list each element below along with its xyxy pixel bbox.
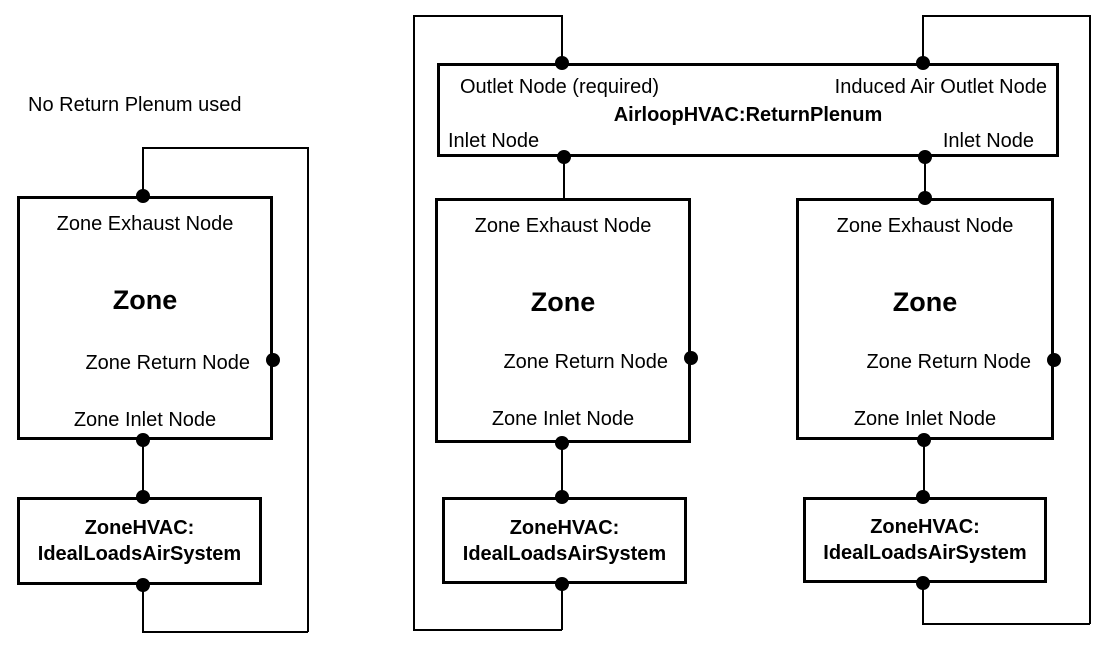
node-dot [136, 490, 150, 504]
zone-exhaust-node-label: Zone Exhaust Node [836, 215, 1014, 237]
connector-line [142, 631, 308, 633]
connector-line [924, 157, 926, 198]
connector-line [922, 15, 1090, 17]
zonehvac-label-line2: IdealLoadsAirSystem [823, 542, 1027, 564]
zone-inlet-node-label: Zone Inlet Node [491, 408, 635, 430]
zonehvac-label-line1: ZoneHVAC: [509, 516, 620, 539]
zone-inlet-node-label: Zone Inlet Node [853, 408, 997, 430]
node-dot [555, 436, 569, 450]
return-plenum-box: Outlet Node (required) Induced Air Outle… [437, 63, 1059, 157]
connector-line [142, 147, 308, 149]
zone-return-node-label: Zone Return Node [866, 351, 1031, 373]
zonehvac-label-line1: ZoneHVAC: [870, 516, 980, 538]
connector-line [142, 440, 144, 497]
zonehvac-box: ZoneHVAC: IdealLoadsAirSystem [803, 497, 1047, 583]
zone-return-node-label: Zone Return Node [85, 352, 250, 374]
connector-line [922, 583, 924, 624]
zone-name: Zone [530, 287, 596, 317]
connector-line [413, 15, 562, 17]
node-dot [917, 433, 931, 447]
node-dot [1047, 353, 1061, 367]
connector-line [142, 585, 144, 632]
zone-exhaust-node-label: Zone Exhaust Node [474, 215, 652, 237]
zonehvac-label-line1: ZoneHVAC: [84, 517, 195, 539]
node-dot [918, 191, 932, 205]
zone-inlet-node-label: Zone Inlet Node [73, 409, 217, 431]
connector-line [922, 623, 1090, 625]
node-dot [916, 576, 930, 590]
zonehvac-box: ZoneHVAC: IdealLoadsAirSystem [442, 497, 687, 584]
node-dot [266, 353, 280, 367]
plenum-title: AirloopHVAC:ReturnPlenum [613, 104, 883, 126]
zone-box: Zone Exhaust Node Zone Zone Return Node … [796, 198, 1054, 440]
zone-box: Zone Exhaust Node Zone Zone Return Node … [435, 198, 691, 443]
zone-exhaust-node-label: Zone Exhaust Node [56, 213, 234, 235]
connector-line [561, 584, 563, 630]
node-dot [555, 56, 569, 70]
connector-line [923, 440, 925, 497]
zone-return-node-label: Zone Return Node [503, 351, 668, 373]
node-dot [555, 490, 569, 504]
connector-line [922, 15, 924, 63]
node-dot [916, 490, 930, 504]
zone-name: Zone [892, 287, 958, 317]
node-dot [136, 189, 150, 203]
node-dot [918, 150, 932, 164]
zone-name: Zone [112, 285, 178, 315]
zonehvac-label-line2: IdealLoadsAirSystem [37, 543, 242, 565]
node-dot [136, 578, 150, 592]
node-dot [555, 577, 569, 591]
connector-line [413, 629, 562, 631]
connector-line [561, 15, 563, 63]
plenum-induced-air-outlet-label: Induced Air Outlet Node [834, 76, 1047, 98]
node-dot [916, 56, 930, 70]
zonehvac-label-line2: IdealLoadsAirSystem [462, 542, 667, 565]
plenum-outlet-node-label: Outlet Node (required) [460, 76, 659, 98]
zonehvac-box: ZoneHVAC: IdealLoadsAirSystem [17, 497, 262, 585]
connector-line [413, 15, 415, 630]
plenum-inlet-node-left-label: Inlet Node [448, 130, 540, 152]
connector-line [142, 148, 144, 196]
connector-line [307, 147, 309, 632]
node-dot [136, 433, 150, 447]
no-return-plenum-title: No Return Plenum used [28, 94, 242, 116]
node-dot [684, 351, 698, 365]
zone-box: Zone Exhaust Node Zone Zone Return Node … [17, 196, 273, 440]
plenum-inlet-node-right-label: Inlet Node [942, 130, 1034, 152]
node-dot [557, 150, 571, 164]
connector-line [561, 443, 563, 497]
connector-line [563, 157, 565, 198]
connector-line [1089, 15, 1091, 624]
